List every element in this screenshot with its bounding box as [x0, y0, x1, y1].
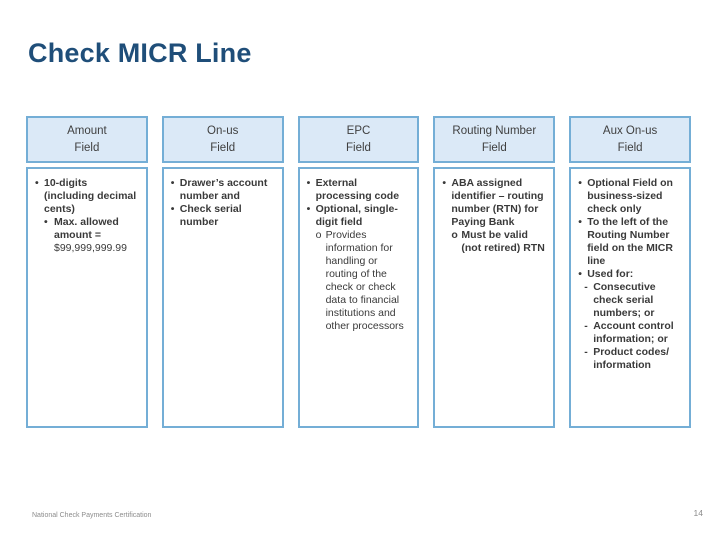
bullet-item: • To the left of the Routing Number field…	[576, 216, 683, 268]
bullet-text: Account control information; or	[593, 320, 674, 346]
column-header-sub: Field	[617, 142, 643, 154]
bullet-item: • Used for:	[576, 268, 683, 281]
column-body: •10-digits (including decimal cents)•Max…	[26, 167, 148, 428]
bullet-text: ABA assigned identifier – routing number…	[451, 177, 544, 229]
bullet-item: • Optional, single-digit field	[305, 203, 412, 229]
column-header-sub: Field	[346, 142, 371, 154]
column-header-name: EPC	[346, 125, 371, 137]
bullet-item: • ABA assigned identifier – routing numbe…	[440, 177, 547, 229]
bullet-text: Must be valid (not retired) RTN	[461, 229, 545, 255]
bullet-marker: o	[451, 229, 458, 242]
column-header: EPC Field	[297, 116, 420, 163]
bullet-item: $99,999,999.99	[33, 242, 140, 255]
column-header-name: Routing Number	[452, 125, 537, 137]
column-header-sub: Field	[481, 142, 507, 154]
column-header-sub: Field	[210, 142, 236, 154]
bullet-marker: •	[578, 216, 582, 229]
bullet-text: Optional, single-digit field	[315, 203, 398, 229]
bullet-text: Max. allowed amount =	[54, 216, 119, 242]
footer-text: National Check Payments Certification	[32, 512, 152, 519]
bullet-marker: o	[315, 229, 322, 242]
bullet-item: • Check serial number	[169, 203, 276, 229]
bullet-item: • Optional Field on business-sized check …	[576, 177, 683, 216]
column-header-name: Amount	[67, 125, 107, 137]
column-body: • Drawer’s account number and • Check seria…	[161, 167, 284, 428]
bullet-text: $99,999,999.99	[54, 242, 127, 255]
page-title: Check MICR Line	[28, 38, 252, 68]
bullet-text: Used for:	[587, 268, 634, 281]
bullet-marker: -	[584, 281, 588, 294]
bullet-marker: •	[170, 177, 175, 189]
bullet-item: -Consecutive check serial numbers; or	[576, 281, 683, 320]
bullet-marker: •	[306, 177, 311, 189]
bullet-marker: •	[35, 177, 39, 189]
bullet-marker: •	[442, 177, 447, 189]
bullet-marker: -	[584, 320, 588, 333]
column-body: • ABA assigned identifier – routing numbe…	[433, 167, 556, 428]
bullet-marker: •	[44, 216, 48, 229]
column-header-name: Aux On-us	[602, 125, 658, 137]
bullet-item: • 10-digits (including decimal cents)	[33, 177, 140, 216]
bullet-item: • Max. allowed amount =	[33, 216, 140, 242]
bullet-text: Provides information for handling or rou…	[325, 229, 404, 333]
bullet-text: Check serial number	[179, 203, 242, 229]
bullet-text: Drawer’s account number and	[179, 177, 268, 203]
bullet-item: -Account control information; or	[576, 320, 683, 346]
bullet-marker: •	[578, 268, 582, 281]
bullet-item: • External processing code	[305, 177, 412, 203]
field-column: EPC Field • External processing code • Option…	[297, 116, 420, 428]
bullet-marker: •	[306, 203, 311, 216]
bullet-item: • Drawer’s account number and	[169, 177, 276, 203]
bullet-text: To the left of the Routing Number field …	[587, 216, 673, 268]
bullet-text: Optional Field on business-sized check o…	[587, 177, 673, 216]
bullet-text: Product codes/ information	[593, 346, 670, 372]
bullet-marker: •	[170, 203, 175, 216]
page-number: 14	[693, 508, 703, 518]
bullet-text: 10-digits (including decimal cents)	[44, 177, 137, 216]
column-header-sub: Field	[74, 142, 100, 154]
bullet-text: External processing code	[315, 177, 400, 203]
column-header-name: On-us	[207, 125, 239, 137]
bullet-text: Consecutive check serial numbers; or	[593, 281, 656, 320]
bullet-item: -Product codes/ information	[576, 346, 683, 372]
column-body: • Optional Field on business-sized check …	[569, 167, 691, 428]
column-body: • External processing code • Optional, sing…	[297, 167, 420, 428]
bullet-marker: -	[584, 346, 588, 359]
bullet-marker: •	[578, 177, 582, 189]
